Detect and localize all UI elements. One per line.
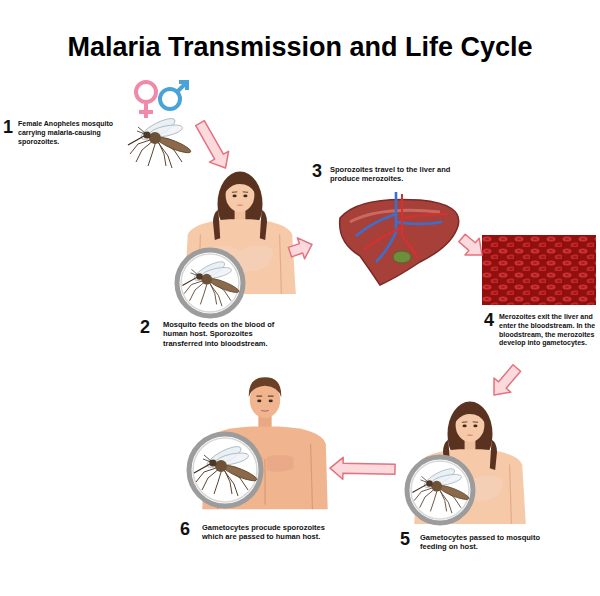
step-region: 5Gametocytes passed to mosquito feeding … <box>395 395 560 560</box>
text-slot: Merozoites exit the liver and enter the … <box>499 313 597 348</box>
magnifier <box>177 250 243 316</box>
step-caption: Gametocytes passed to mosquito feeding o… <box>420 533 545 552</box>
text-slot: Female Anopheles mosquito carrying malar… <box>18 120 123 146</box>
block-arrow <box>196 121 229 168</box>
step-region: 4Merozoites exit the liver and enter the… <box>482 235 598 368</box>
text-slot: Sporozoites travel to the liver and prod… <box>330 165 462 184</box>
text-slot: 2 <box>140 318 158 336</box>
magnifier <box>407 457 473 523</box>
text-slot: 3 <box>312 162 328 180</box>
step-region: 6Gametocytes procude sporozoites which a… <box>175 370 330 555</box>
step-caption: Gametocytes procude sporozoites which ar… <box>202 523 327 542</box>
diagram-title: Malaria Transmission and Life Cycle <box>0 33 600 63</box>
mosquito <box>128 115 192 168</box>
text-slot: Gametocytes passed to mosquito feeding o… <box>420 533 545 552</box>
step-region: 2 Mosquito feeds on the blood of human ho… <box>140 168 290 355</box>
block-arrow <box>459 234 482 255</box>
callout-number: 6 <box>180 520 198 538</box>
blood-cells <box>482 235 596 305</box>
text-slot: 5 <box>400 530 418 548</box>
step-caption: Sporozoites travel to the liver and prod… <box>330 165 462 184</box>
female-symbol <box>136 82 156 118</box>
block-arrow <box>330 457 395 479</box>
text-slot: Mosquito feeds on the blood of human hos… <box>163 320 288 348</box>
step-caption: Mosquito feeds on the blood of human hos… <box>163 320 288 348</box>
magnifier <box>189 434 261 506</box>
callout-number: 4 <box>484 311 498 329</box>
step-caption: Female Anopheles mosquito carrying malar… <box>18 120 123 146</box>
callout-number: 5 <box>400 530 418 548</box>
title-slot: Malaria Transmission and Life Cycle <box>0 33 600 63</box>
step-region: 3Sporozoites travel to the liver and pro… <box>312 160 462 290</box>
block-arrow <box>494 365 521 395</box>
gender-symbols <box>136 82 187 118</box>
block-arrow <box>288 238 312 259</box>
step-caption: Merozoites exit the liver and enter the … <box>499 313 597 348</box>
text-slot: Gametocytes procude sporozoites which ar… <box>202 523 327 542</box>
callout-number: 2 <box>140 318 158 336</box>
male-symbol <box>160 82 187 109</box>
liver <box>340 192 459 285</box>
callout-number: 3 <box>312 162 328 180</box>
step-region: 1Female Anopheles mosquito carrying mala… <box>0 78 200 160</box>
callout-number: 1 <box>3 118 17 136</box>
text-slot: 4 <box>484 311 498 329</box>
text-slot: 6 <box>180 520 198 538</box>
text-slot: 1 <box>3 118 17 136</box>
